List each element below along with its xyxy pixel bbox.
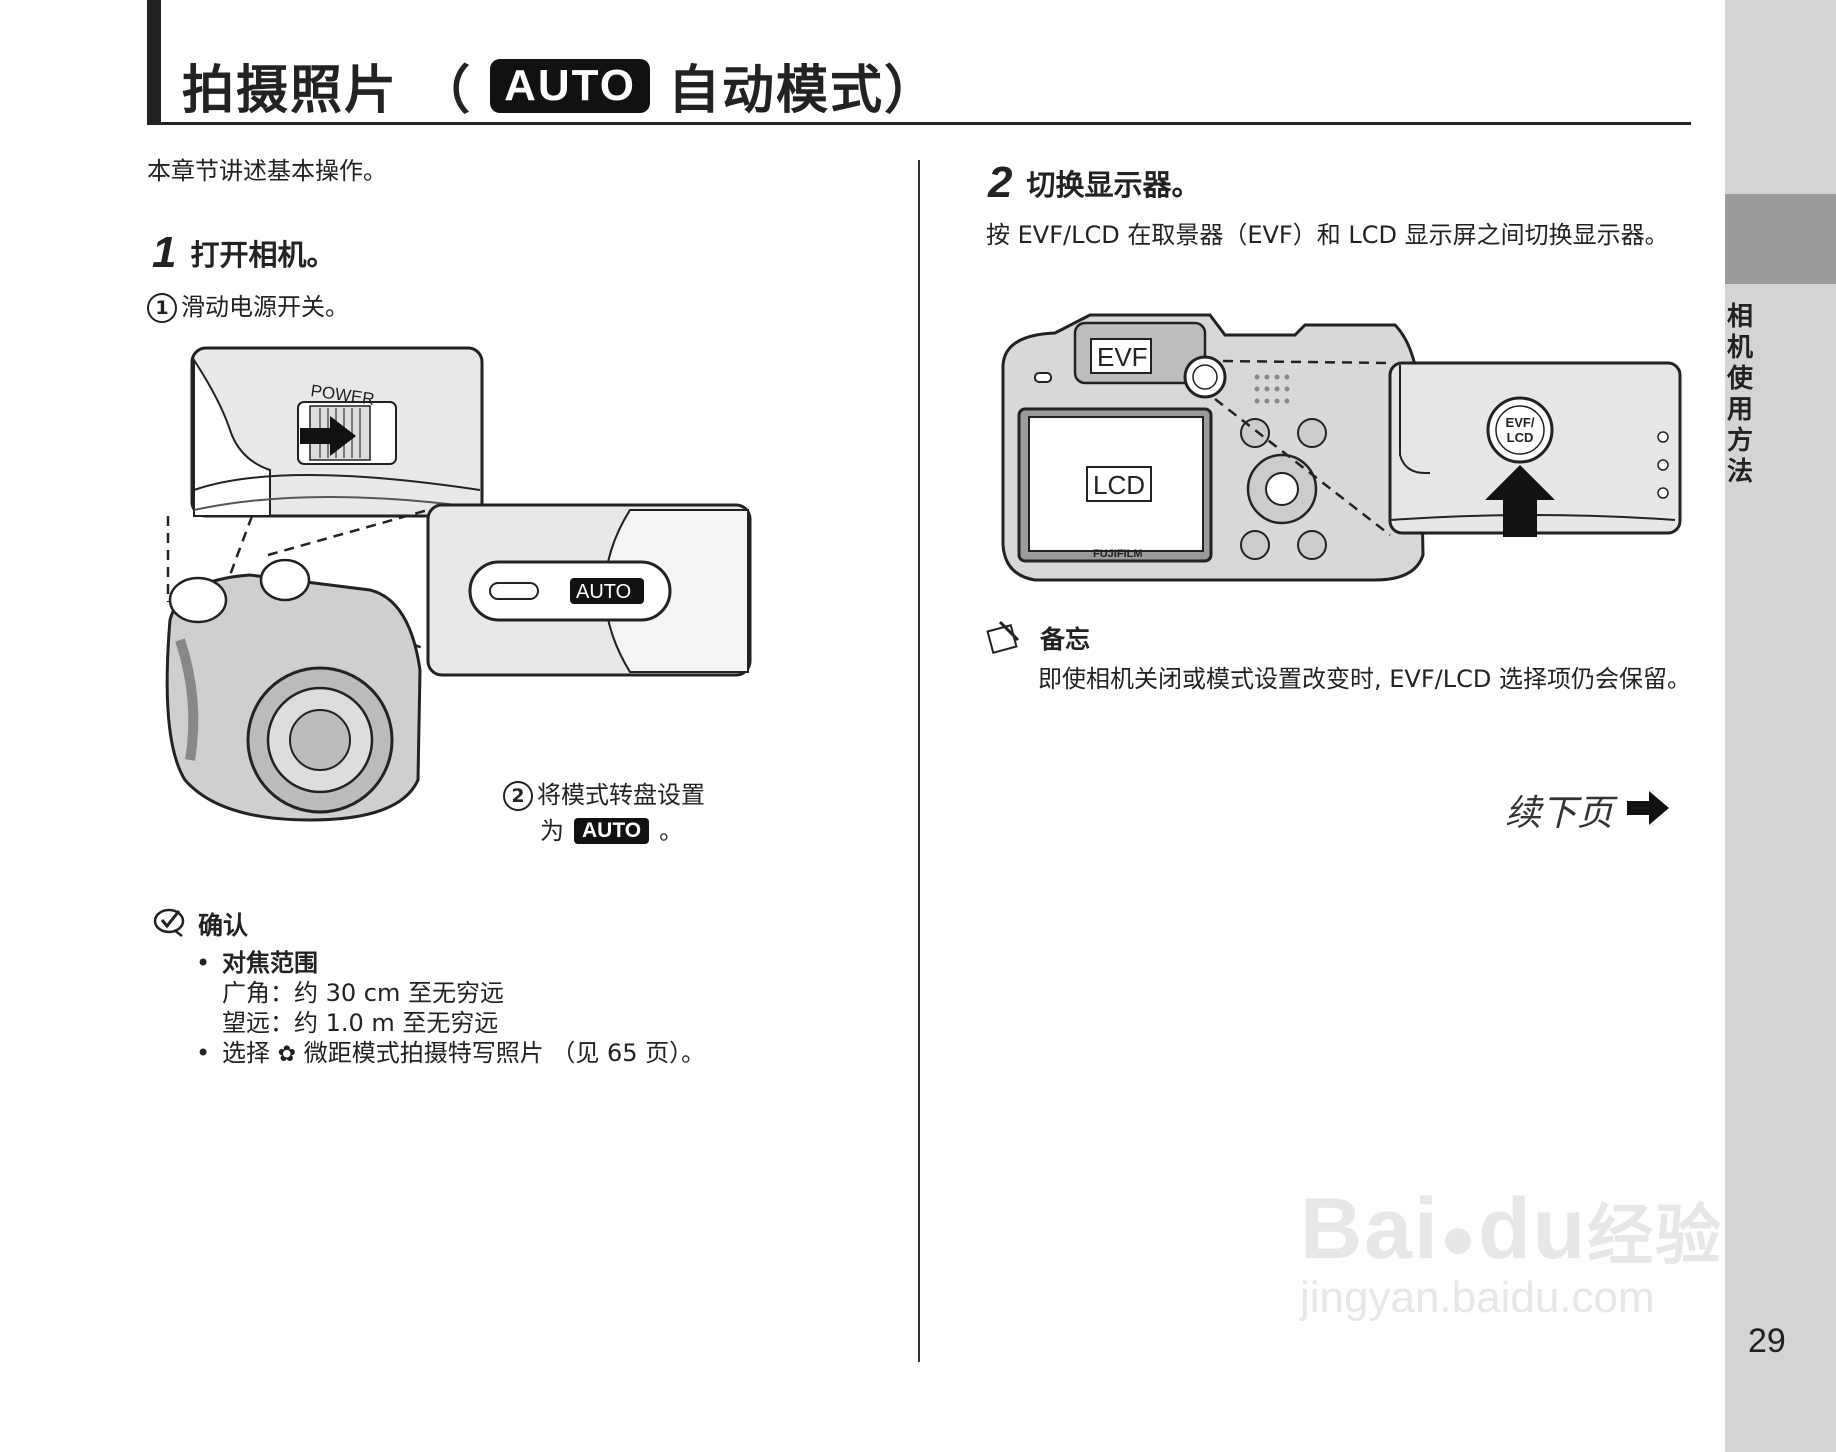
page-number: 29 — [1748, 1322, 1786, 1360]
side-tab-label: 相机使用方法 — [1726, 302, 1753, 487]
step2-title: 切换显示器。 — [1026, 168, 1201, 202]
step1-heading: 1 打开相机。 — [152, 228, 336, 278]
step2-text: 按 EVF/LCD 在取景器（EVF）和 LCD 显示屏之间切换显示器。 — [986, 221, 1669, 249]
camera-power-figure: POWER AUTO — [165, 346, 752, 822]
camera-back-drawing: EVF LCD FUJIFILM — [1001, 313, 1425, 582]
bullet2-prefix: 选择 — [222, 1039, 270, 1067]
intro-text: 本章节讲述基本操作。 — [147, 157, 387, 185]
continue-indicator: 续下页 — [1505, 784, 1671, 836]
arrow-right-icon — [1625, 789, 1671, 831]
confirm-title: 确认 — [198, 911, 249, 940]
substep2-auto-badge: AUTO — [574, 818, 650, 844]
evf-label: EVF — [1097, 342, 1148, 372]
substep2-prefix: 为 — [540, 817, 564, 845]
page-title: 拍摄照片 （ AUTO 自动模式） — [182, 48, 938, 123]
lcd-label: LCD — [1093, 470, 1145, 500]
svg-text:LCD: LCD — [1507, 430, 1534, 445]
substep2-suffix: 。 — [659, 817, 684, 845]
memo-pencil-icon — [986, 618, 1024, 658]
continue-text: 续下页 — [1505, 793, 1614, 834]
memo-title: 备忘 — [1040, 625, 1091, 654]
substep2-line1: 将模式转盘设置 — [537, 781, 705, 809]
bullet1-line1: 广角：约 30 cm 至无穷远 — [222, 979, 504, 1007]
memo-text: 即使相机关闭或模式设置改变时, EVF/LCD 选择项仍会保留。 — [1038, 665, 1691, 693]
bullet1-line2: 望远：约 1.0 m 至无穷远 — [222, 1009, 499, 1037]
step2-number: 2 — [988, 158, 1013, 207]
auto-mode-badge: AUTO — [490, 58, 650, 113]
page-title-prefix: 拍摄照片 （ — [182, 61, 473, 121]
column-divider — [918, 160, 920, 1362]
camera-body-drawing — [165, 558, 422, 822]
substep2-marker: 2 — [503, 781, 533, 811]
step1-number: 1 — [152, 228, 177, 277]
list-item: •选择 ✿ 微距模式拍摄特写照片 （见 65 页）。 — [196, 1039, 706, 1067]
mode-dial-inset: AUTO — [426, 503, 752, 677]
memo-heading: 备忘 — [986, 618, 1090, 658]
step2-heading: 2 切换显示器。 — [988, 158, 1201, 208]
substep1-text: 滑动电源开关。 — [181, 293, 349, 321]
macro-flower-icon: ✿ — [277, 1042, 297, 1067]
press-arrow-icon — [1485, 465, 1555, 537]
power-switch-inset: POWER — [190, 346, 484, 518]
side-tab-marker — [1725, 194, 1836, 284]
watermark-cn: 经验 — [1587, 1198, 1724, 1272]
baidu-watermark: Bai●du经验 jingyan.baidu.com — [1300, 1180, 1723, 1323]
svg-text:EVF/: EVF/ — [1506, 415, 1535, 430]
evf-lcd-button-inset: EVF/ LCD — [1388, 361, 1682, 537]
bullet1-title: 对焦范围 — [222, 949, 318, 977]
substep1-marker: 1 — [147, 293, 177, 323]
paw-icon: ● — [1439, 1204, 1479, 1271]
list-item: •对焦范围 — [196, 949, 318, 977]
title-accent-bar — [147, 0, 161, 124]
watermark-brand: Bai — [1300, 1181, 1440, 1277]
confirm-heading: 确认 — [152, 906, 248, 942]
page-title-suffix: 自动模式） — [667, 61, 938, 121]
brand-label: FUJIFILM — [1093, 548, 1143, 560]
confirm-list: •对焦范围 广角：约 30 cm 至无穷远 望远：约 1.0 m 至无穷远 •选… — [196, 948, 705, 1070]
bullet2-text: 微距模式拍摄特写照片 （见 65 页）。 — [303, 1039, 706, 1067]
step1-substep2-line2: 为 AUTO 。 — [540, 814, 683, 848]
watermark-brand2: du — [1478, 1181, 1588, 1277]
slide-arrow-icon — [300, 416, 356, 456]
watermark-url: jingyan.baidu.com — [1300, 1273, 1655, 1322]
check-bubble-icon — [152, 906, 188, 942]
camera-back-figure: EVF LCD FUJIFILM EVF/ LCD — [1001, 313, 1682, 582]
step1-title: 打开相机。 — [190, 238, 336, 272]
title-underline — [147, 122, 1691, 125]
dial-auto-label: AUTO — [576, 581, 631, 603]
